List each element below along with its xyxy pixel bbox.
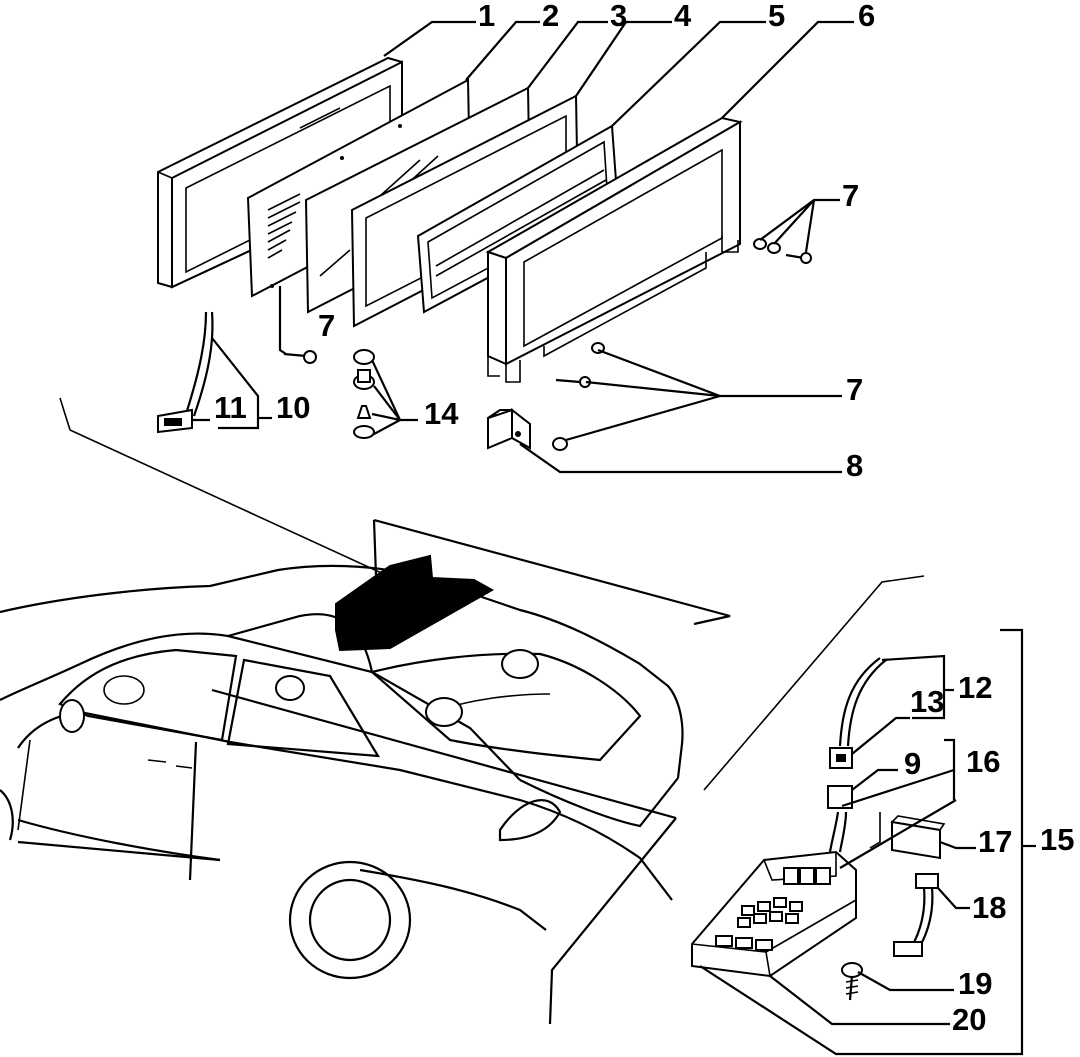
callout-9: 9 (904, 746, 921, 781)
callout-11: 11 (214, 390, 247, 425)
callout-7-left: 7 (318, 308, 335, 343)
callout-6: 6 (858, 0, 875, 33)
callout-14: 14 (424, 396, 459, 431)
callout-7-bottom: 7 (846, 372, 863, 407)
leader-lines (59, 20, 1036, 1056)
part-8-bracket (487, 407, 531, 450)
callout-13: 13 (910, 684, 944, 719)
callout-18: 18 (972, 890, 1006, 925)
callout-7-top: 7 (842, 178, 859, 213)
callout-3: 3 (610, 0, 627, 33)
callout-2: 2 (542, 0, 559, 33)
control-unit (691, 657, 946, 1001)
callout-4: 4 (674, 0, 692, 33)
callout-17: 17 (978, 824, 1012, 859)
callout-20: 20 (952, 1002, 986, 1037)
callout-10: 10 (276, 390, 310, 425)
callout-19: 19 (958, 966, 992, 1001)
callout-15: 15 (1040, 822, 1074, 857)
car-illustration (0, 554, 684, 980)
part-10-11-wire-connector (157, 311, 214, 434)
callout-8: 8 (846, 448, 863, 483)
part-14-grommets (353, 349, 375, 439)
callout-12: 12 (958, 670, 992, 705)
callout-1: 1 (478, 0, 495, 33)
callout-numbers: 1 2 3 4 5 6 7 7 7 8 9 10 11 12 13 14 15 … (214, 0, 1074, 1037)
callout-5: 5 (768, 0, 785, 33)
part-6-front-housing (485, 116, 743, 383)
callout-16: 16 (966, 744, 1000, 779)
